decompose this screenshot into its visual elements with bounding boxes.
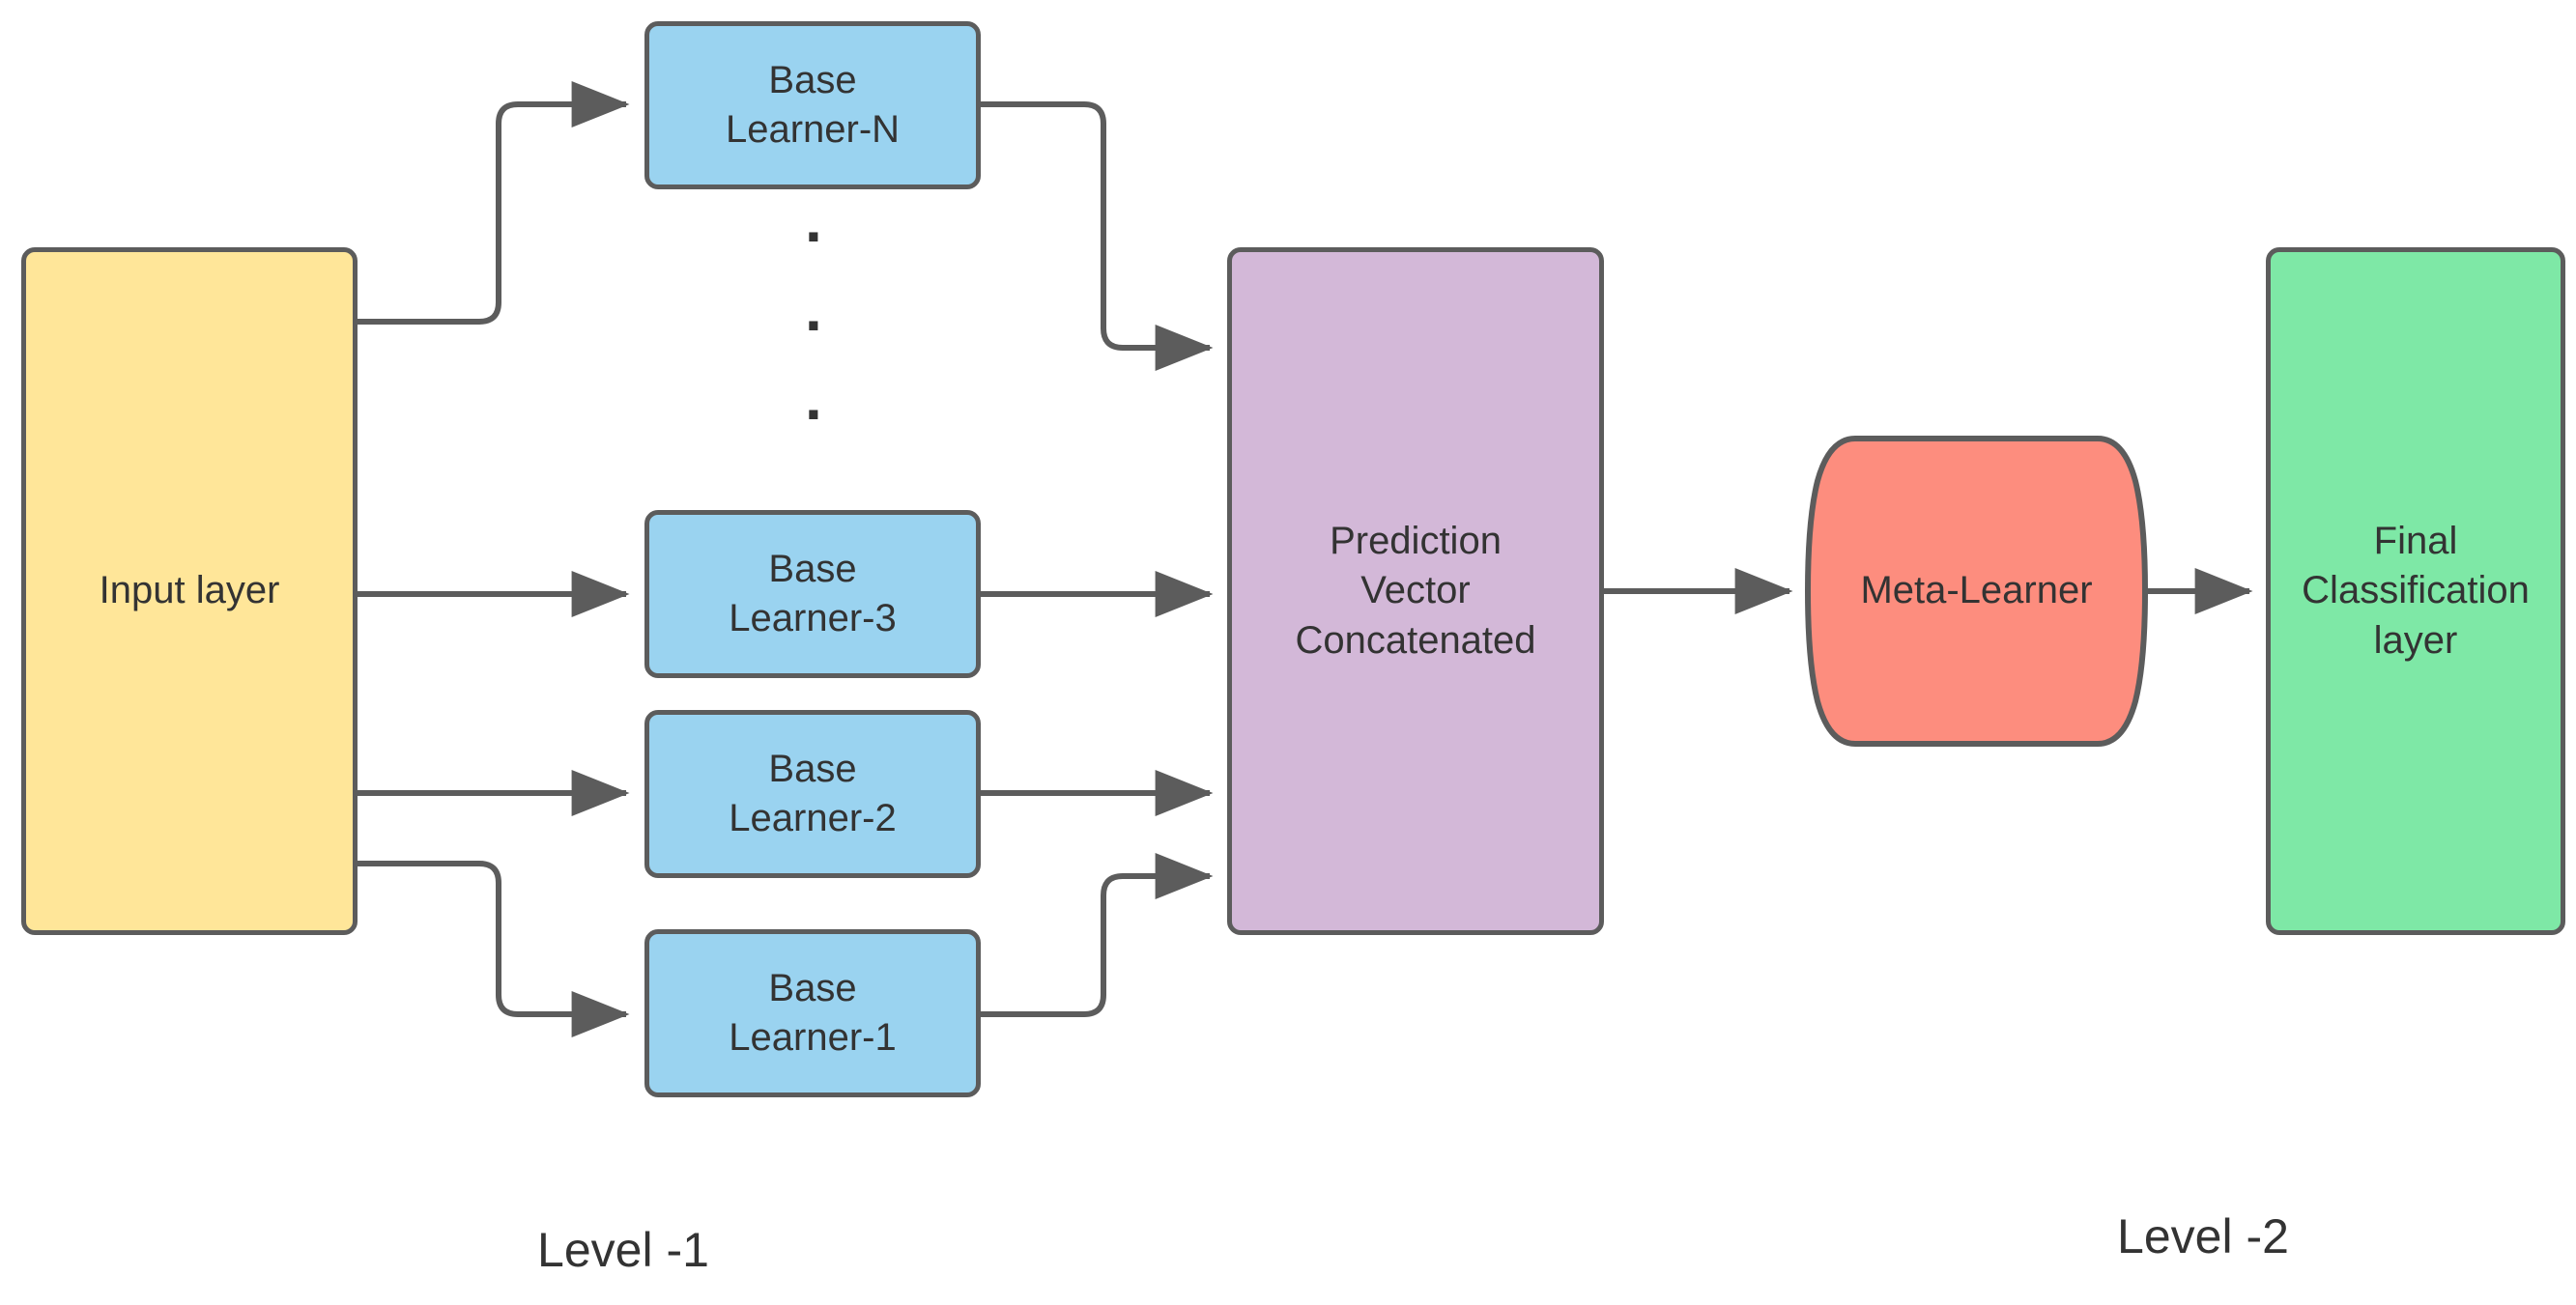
- node-base-learner-2[interactable]: Base Learner-2: [644, 710, 981, 878]
- prediction-vector-label-line3: Concatenated: [1295, 618, 1536, 662]
- node-final-classification[interactable]: Final Classification layer: [2266, 247, 2565, 935]
- input-layer-label: Input layer: [99, 569, 280, 612]
- edge-input-to-base-learner-n: [358, 81, 630, 325]
- base-learner-2-label-line1: Base: [768, 747, 857, 790]
- node-base-learner-n[interactable]: Base Learner-N: [644, 21, 981, 189]
- base-learner-3-label-line2: Learner-3: [729, 597, 897, 639]
- meta-learner-label: Meta-Learner: [1860, 569, 2093, 612]
- edge-input-to-base-learner-1: [358, 861, 630, 1037]
- node-base-learner-1[interactable]: Base Learner-1: [644, 929, 981, 1097]
- prediction-vector-label: Prediction Vector Concatenated: [1295, 517, 1535, 666]
- node-input-layer[interactable]: Input layer: [21, 247, 358, 935]
- base-learner-2-label: Base Learner-2: [729, 745, 896, 843]
- final-classification-label-line1: Final: [2373, 520, 2458, 563]
- base-learner-n-label: Base Learner-N: [726, 56, 900, 155]
- ellipsis-dot-2: .: [805, 274, 822, 344]
- level-2-label: Level -2: [2117, 1209, 2289, 1263]
- prediction-vector-label-line2: Vector: [1360, 569, 1471, 612]
- edge-base-learner-1-to-prediction-vector: [981, 853, 1214, 1017]
- final-classification-label: Final Classification layer: [2302, 517, 2530, 666]
- base-learner-n-label-line1: Base: [768, 58, 857, 101]
- node-base-learner-3[interactable]: Base Learner-3: [644, 510, 981, 678]
- ellipsis-dot-1: .: [805, 185, 822, 255]
- base-learner-n-label-line2: Learner-N: [725, 108, 901, 151]
- base-learner-2-label-line2: Learner-2: [729, 797, 897, 839]
- final-classification-label-line2: Classification: [2302, 569, 2530, 612]
- base-learner-1-label-line1: Base: [768, 966, 857, 1009]
- final-classification-label-line3: layer: [2373, 618, 2458, 662]
- edge-base-learner-n-to-prediction-vector: [981, 101, 1214, 371]
- base-learner-3-label: Base Learner-3: [729, 545, 896, 643]
- base-learner-1-label-line2: Learner-1: [729, 1016, 897, 1059]
- meta-learner-shape: [1805, 436, 2148, 747]
- level-1-label: Level -1: [537, 1223, 709, 1277]
- ellipsis-dot-3: .: [805, 363, 822, 433]
- node-meta-learner[interactable]: Meta-Learner: [1805, 423, 2148, 759]
- base-learner-1-label: Base Learner-1: [729, 964, 896, 1063]
- node-prediction-vector[interactable]: Prediction Vector Concatenated: [1227, 247, 1604, 935]
- base-learner-3-label-line1: Base: [768, 547, 857, 590]
- prediction-vector-label-line1: Prediction: [1330, 520, 1502, 563]
